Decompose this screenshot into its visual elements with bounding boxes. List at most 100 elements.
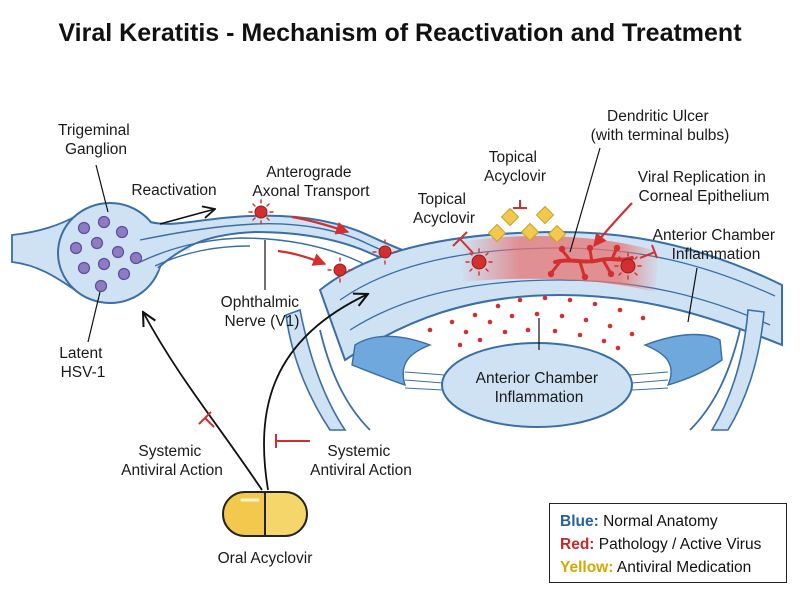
- inflammatory-cell: [542, 295, 548, 301]
- cornea-outer-layer: [318, 230, 783, 362]
- label-oral-acyclovir: Oral Acyclovir: [218, 550, 313, 567]
- systemic-arrow-left: [143, 312, 263, 491]
- inflammatory-cell: [509, 313, 515, 319]
- label-systemic-right: Systemic Antiviral Action: [310, 443, 412, 479]
- label-anterior-chamber-right: Anterior Chamber Inflammation: [653, 227, 780, 263]
- latent-virus: [77, 261, 91, 275]
- leader-lines: [87, 147, 698, 350]
- inflammatory-cell: [601, 338, 607, 344]
- inflammatory-cell: [617, 307, 623, 313]
- inflammatory-cell: [629, 331, 635, 337]
- terminal-bulb: [607, 270, 615, 278]
- page-title: Viral Keratitis - Mechanism of Reactivat…: [58, 19, 742, 47]
- inhibition-topical-2: [513, 200, 527, 209]
- zonule-fibers: [404, 371, 669, 391]
- legend-key-red: Red:: [560, 536, 595, 553]
- active-virus: [254, 205, 268, 219]
- label-ophthalmic-nerve: Ophthalmic Nerve (V1): [221, 294, 304, 330]
- medication-particle: [487, 223, 507, 243]
- inflammatory-cell: [640, 315, 646, 321]
- label-anterograde-transport: Anterograde Axonal Transport: [252, 164, 370, 200]
- active-virus: [471, 254, 487, 270]
- inflammatory-cell: [463, 329, 469, 335]
- latent-virus: [97, 257, 111, 271]
- topical-medication-particles: [487, 205, 567, 244]
- latent-virus: [97, 215, 111, 229]
- inhibition-markers: [198, 200, 658, 448]
- inhibition-systemic-right: [275, 434, 310, 448]
- label-topical-acyclovir-left: Topical Acyclovir: [413, 191, 475, 227]
- iris-left: [351, 335, 432, 387]
- label-trigeminal-ganglion: Trigeminal Ganglion: [58, 122, 134, 158]
- cornea-inner-band: [349, 279, 771, 331]
- eye-outer-contour: [319, 329, 741, 431]
- legend-key-blue: Blue:: [560, 513, 599, 530]
- terminal-bulb: [558, 245, 566, 253]
- active-virus: [333, 263, 347, 277]
- inflammatory-cell: [592, 301, 598, 307]
- inflammatory-cell: [502, 329, 508, 335]
- label-dendritic-ulcer: Dendritic Ulcer (with terminal bulbs): [591, 108, 730, 144]
- label-reactivation: Reactivation: [131, 182, 216, 199]
- ophthalmic-nerve-fiber-3: [154, 245, 251, 267]
- inflammatory-cell: [525, 327, 531, 333]
- latent-virus: [77, 221, 91, 235]
- inflammatory-cell: [583, 317, 589, 323]
- leader-dendritic: [569, 147, 601, 253]
- terminal-bulbs: [547, 244, 621, 281]
- inflammatory-cell: [517, 297, 523, 303]
- legend: Blue: Normal Anatomy Red: Pathology / Ac…: [549, 503, 787, 583]
- inflammatory-cell: [472, 312, 478, 318]
- medication-particle: [535, 205, 555, 225]
- latent-virus: [117, 267, 131, 281]
- medication-particle: [520, 222, 540, 242]
- inhibition-anterior-right: [639, 244, 658, 259]
- legend-row-yellow: Yellow: Antiviral Medication: [560, 556, 776, 579]
- transport-arrow: [277, 249, 327, 266]
- legend-text-red: Pathology / Active Virus: [598, 536, 762, 553]
- legend-text-blue: Normal Anatomy: [603, 513, 718, 530]
- inflammatory-cell: [495, 303, 501, 309]
- inflammatory-cell: [559, 313, 565, 319]
- latent-virus: [90, 236, 104, 250]
- lens: [441, 342, 633, 428]
- latent-virus: [115, 225, 129, 239]
- inflammatory-cell: [534, 311, 540, 317]
- inflammatory-cell: [607, 323, 613, 329]
- inflammatory-cell: [427, 327, 433, 333]
- legend-key-yellow: Yellow:: [560, 559, 614, 576]
- label-viral-replication: Viral Replication in Corneal Epithelium: [638, 169, 770, 205]
- latent-virus-group: [69, 215, 143, 293]
- terminal-bulb: [586, 244, 594, 252]
- active-virus: [620, 258, 636, 274]
- medication-particle: [500, 207, 520, 227]
- inflammatory-cell: [457, 342, 463, 348]
- transport-arrow: [593, 202, 633, 248]
- medication-particle: [547, 224, 567, 244]
- legend-row-red: Red: Pathology / Active Virus: [560, 533, 776, 556]
- legend-row-blue: Blue: Normal Anatomy: [560, 510, 776, 533]
- latent-virus: [129, 251, 143, 265]
- transport-arrows: [277, 202, 633, 266]
- inhibition-systemic-left: [198, 411, 215, 428]
- active-virus-spikes: [248, 199, 642, 283]
- inflammatory-cell: [477, 337, 483, 343]
- iris-right: [643, 333, 723, 387]
- inflammatory-cell: [487, 319, 493, 325]
- reactivation-arrow: [159, 209, 215, 225]
- inflammatory-cell: [552, 328, 558, 334]
- oral-acyclovir-capsule: [222, 491, 308, 537]
- inflammatory-cell: [567, 297, 573, 303]
- label-systemic-left: Systemic Antiviral Action: [121, 443, 223, 479]
- systemic-arrow-right: [263, 294, 368, 491]
- active-virus-group: [254, 205, 636, 277]
- label-anterior-chamber-center: Anterior Chamber Inflammation: [476, 370, 603, 406]
- terminal-bulb: [613, 244, 621, 252]
- inflammatory-cells: [427, 295, 646, 351]
- terminal-bulb: [547, 270, 555, 278]
- inflammatory-cell: [615, 345, 621, 351]
- transport-arrow: [291, 215, 350, 235]
- leader-latent: [87, 291, 101, 343]
- latent-virus: [111, 245, 125, 259]
